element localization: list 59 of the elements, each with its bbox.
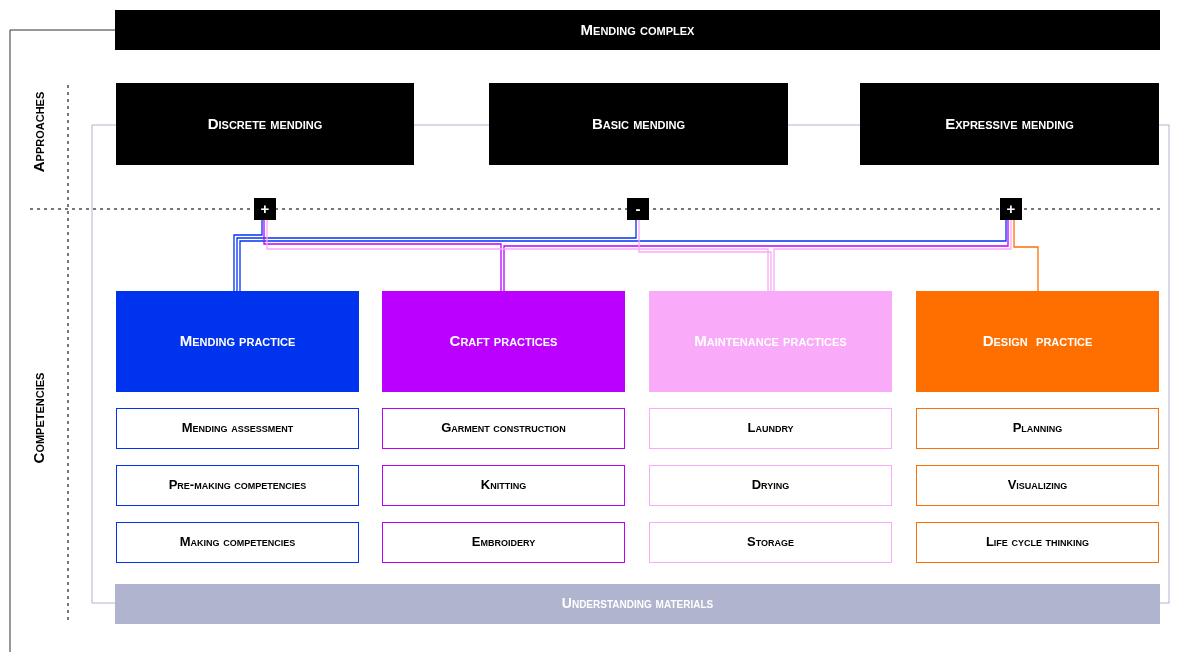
box-label: Pre-making competencies [168,478,307,493]
box-label: Making competencies [179,535,296,550]
connector-line [266,219,769,292]
box-label: + [260,200,270,218]
approach-box [116,83,414,165]
box-label: Discrete mending [207,115,323,133]
box-label: - [635,200,641,218]
box-label: Storage [747,535,794,550]
connector-line [239,219,1007,292]
competency-box [649,465,892,506]
practice-box [649,291,892,392]
section-label: Approaches [30,90,48,175]
connector-line [236,219,637,292]
practice-box [116,291,359,392]
connector-line [1013,219,1039,292]
competency-box [916,465,1159,506]
competency-box [916,408,1159,449]
competency-box [382,522,625,563]
approach-box [489,83,788,165]
competency-box [116,408,359,449]
box-label: Drying [751,478,790,493]
section-label: Competencies [30,371,48,466]
box-label: Basic mending [591,115,686,133]
box-label: Craft practices [449,333,558,350]
box-label: Maintenance practices [694,333,847,350]
sign-box [1000,198,1022,220]
connector-line [638,219,772,292]
competency-box [382,408,625,449]
box-label: Expressive mending [945,115,1074,133]
box-label: Knitting [480,478,527,493]
practice-box [382,291,625,392]
box-label: + [1006,200,1016,218]
competency-box [649,522,892,563]
box-label: Garment construction [441,421,566,436]
sign-box [254,198,276,220]
box-label: Understanding materials [561,596,714,612]
practice-box [916,291,1159,392]
connector-line [773,219,1012,292]
connector-line [263,219,502,292]
connector-line [233,219,263,292]
box-label: Life cycle thinking [985,535,1090,550]
box-label: Design practice [982,333,1093,350]
box-label: Planning [1012,421,1063,436]
box-label: Mending practice [179,333,296,350]
competency-box [916,522,1159,563]
approach-box [860,83,1159,165]
title-bar [115,10,1160,50]
competency-box [116,522,359,563]
sign-box [627,198,649,220]
competency-box [649,408,892,449]
competency-box [382,465,625,506]
competency-box [116,465,359,506]
box-label: Mending complex [580,21,695,39]
connector-line [503,219,1009,292]
box-label: Embroidery [471,535,536,550]
box-label: Laundry [747,421,794,436]
box-label: Mending assessment [181,421,294,436]
box-label: Visualizing [1007,478,1068,493]
foundation-bar [115,584,1160,624]
